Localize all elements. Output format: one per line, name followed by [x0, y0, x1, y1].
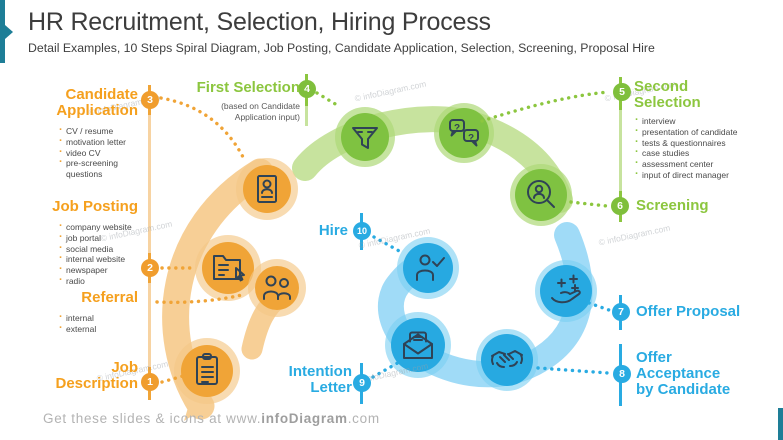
- funnel-icon: [335, 107, 395, 167]
- step-7-marker: 7: [612, 303, 630, 321]
- clipboard-icon: [174, 338, 240, 404]
- first-selection-label: First Selection: [196, 79, 300, 96]
- list-item: social media: [58, 243, 148, 255]
- open-letter-icon: [385, 312, 451, 378]
- list-item: external: [58, 323, 148, 335]
- job-description-label: Job Description: [55, 359, 138, 392]
- job-posting-label: Job Posting: [52, 198, 138, 215]
- step-3-marker: 3: [141, 91, 159, 109]
- handshake-icon: [476, 329, 538, 391]
- list-item: presentation of candidate: [634, 126, 769, 138]
- candidate-application-label: Candidate Application: [56, 86, 138, 119]
- step-1-marker: 1: [141, 373, 159, 391]
- step-9-marker: 9: [353, 374, 371, 392]
- list-item: motivation letter: [58, 136, 132, 148]
- screening-label: Screening: [636, 197, 709, 214]
- folder-select-icon: [195, 235, 261, 301]
- referral-label: Referral: [81, 289, 138, 306]
- people-conversation-icon: [248, 259, 306, 317]
- footer-brand: infoDiagram: [261, 411, 348, 426]
- teal-accent-bar-top: [0, 0, 5, 63]
- first-selection-note: (based on Candidate Application input): [221, 101, 300, 122]
- offer-proposal-label: Offer Proposal: [636, 303, 741, 320]
- step-5-marker: 5: [613, 83, 631, 101]
- list-item: job portal: [58, 232, 148, 244]
- list-item: newspaper: [58, 264, 148, 276]
- footer-prefix: Get these slides & icons at www.: [43, 411, 262, 426]
- list-item: tests & questionnaires: [634, 137, 769, 149]
- candidate-magnifier-icon: [510, 164, 572, 226]
- connector-step10: [372, 235, 403, 254]
- connector-step6: [569, 200, 609, 208]
- teal-arrow-icon: [5, 25, 13, 39]
- candidate-application-bullets: CV / resume motivation letter video CV p…: [58, 125, 132, 180]
- list-item: case studies: [634, 147, 769, 159]
- second-selection-bullets: interview presentation of candidate test…: [634, 115, 769, 181]
- job-posting-bullets: company website job portal social media …: [58, 221, 148, 287]
- connector-step8: [536, 366, 610, 375]
- person-check-icon: [397, 237, 459, 299]
- step-10-marker: 10: [353, 222, 371, 240]
- referral-bullets: internal external: [58, 312, 148, 335]
- slide-title: HR Recruitment, Selection, Hiring Proces…: [28, 8, 491, 36]
- list-item: video CV: [58, 147, 132, 159]
- step-8-marker: 8: [613, 365, 631, 383]
- list-item: assessment center: [634, 158, 769, 170]
- step-4-marker: 4: [298, 80, 316, 98]
- svg-text:?: ?: [468, 133, 474, 144]
- list-item: CV / resume: [58, 125, 132, 137]
- teal-accent-bar-bottom: [778, 408, 783, 440]
- intention-letter-label: Intention Letter: [288, 363, 352, 396]
- connector-step5: [480, 90, 611, 123]
- connector-step4: [315, 91, 339, 107]
- hand-benefits-icon: [535, 260, 597, 322]
- connector-step9: [371, 359, 403, 379]
- step-6-marker: 6: [611, 197, 629, 215]
- list-item: company website: [58, 221, 148, 233]
- footer-credit: Get these slides & icons at www.infoDiag…: [43, 411, 380, 426]
- second-selection-label: Second Selection: [634, 78, 701, 111]
- svg-text:?: ?: [454, 123, 460, 134]
- list-item: internal: [58, 312, 148, 324]
- slide-subtitle: Detail Examples, 10 Steps Spiral Diagram…: [28, 41, 655, 55]
- offer-acceptance-label: Offer Acceptance by Candidate: [636, 349, 731, 398]
- cv-document-icon: [236, 158, 298, 220]
- list-item: internal website: [58, 253, 148, 265]
- hire-label: Hire: [318, 222, 348, 239]
- list-item: input of direct manager: [634, 169, 769, 181]
- list-item: pre-screening questions: [58, 157, 132, 180]
- list-item: radio: [58, 275, 148, 287]
- question-bubbles-icon: ? ?: [434, 103, 494, 163]
- list-item: interview: [634, 115, 769, 127]
- footer-suffix: .com: [347, 411, 380, 426]
